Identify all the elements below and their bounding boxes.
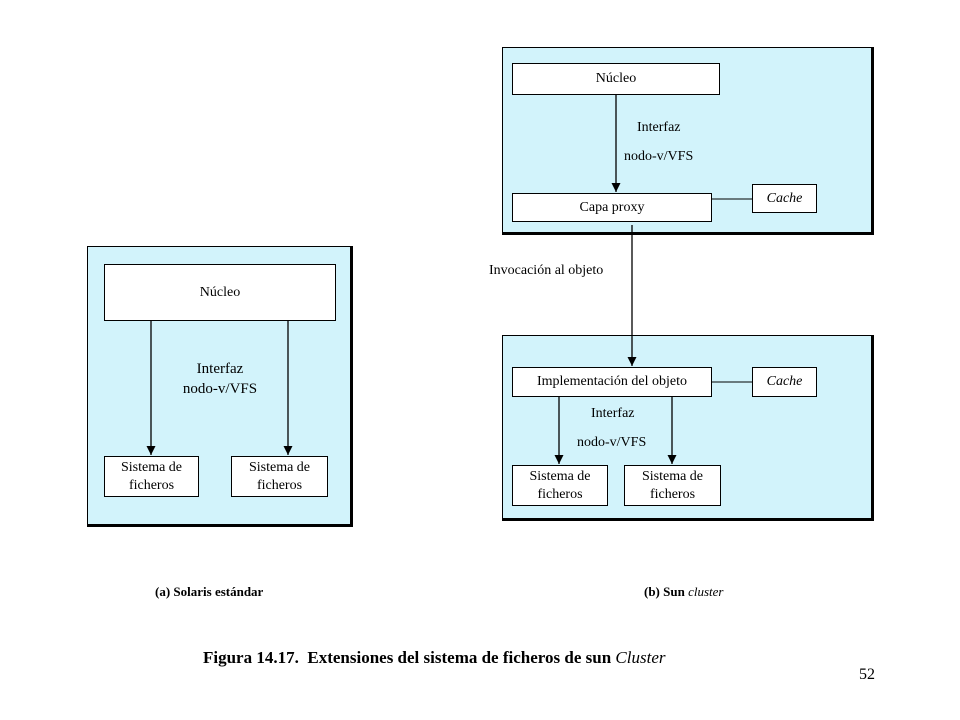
object-impl-label: Implementación del objeto [536,374,688,389]
interface-label-b-bottom-1: Interfaz [591,406,635,421]
caption-b: (b) Sun cluster [644,584,723,600]
kernel-label-b: Núcleo [595,71,637,86]
interface-label-a: Interfaz nodo-v/VFS [160,359,280,399]
figure-title-italic: Cluster [615,648,666,667]
interface-label-b-bottom-2: nodo-v/VFS [577,435,647,450]
filesystem-box-a2: Sistema de ficheros [231,456,328,497]
filesystem-b1-line1: Sistema de [529,468,591,484]
filesystem-a2-line1: Sistema de [248,459,311,475]
cache-box-bottom: Cache [752,367,817,397]
proxy-layer-label: Capa proxy [579,199,645,215]
cache-box-top: Cache [752,184,817,213]
interface-a-line1: Interfaz [196,361,244,377]
filesystem-a2-line2: ficheros [256,477,303,493]
interface-label-b-top-2: nodo-v/VFS [624,149,694,164]
invocation-label: Invocación al objeto [489,263,604,278]
interface-a-line2: nodo-v/VFS [182,381,258,397]
proxy-layer-box: Capa proxy [512,193,712,222]
interface-label-b-top-1: Interfaz [637,120,681,135]
filesystem-box-b2: Sistema de ficheros [624,465,721,506]
filesystem-a1-line1: Sistema de [120,459,183,475]
kernel-box-b: Núcleo [512,63,720,95]
filesystem-a1-line2: ficheros [128,477,175,493]
kernel-label-a: Núcleo [199,284,241,300]
filesystem-b2-line1: Sistema de [641,468,704,484]
page-number: 52 [859,666,875,683]
cache-label-bottom: Cache [766,374,803,389]
filesystem-box-b1: Sistema de ficheros [512,465,608,506]
filesystem-b1-line2: ficheros [537,486,583,502]
kernel-box-a: Núcleo [104,264,336,321]
cache-label-top: Cache [766,190,803,206]
caption-b-italic: cluster [688,584,724,599]
caption-a: (a) Solaris estándar [155,584,264,599]
filesystem-box-a1: Sistema de ficheros [104,456,199,497]
object-impl-box: Implementación del objeto [512,367,712,397]
caption-b-prefix: (b) Sun [644,584,689,599]
figure-title: Figura 14.17. Extensiones del sistema de… [203,648,665,668]
figure-title-prefix: Figura 14.17. Extensiones del sistema de… [203,648,616,667]
filesystem-b2-line2: ficheros [649,486,696,502]
